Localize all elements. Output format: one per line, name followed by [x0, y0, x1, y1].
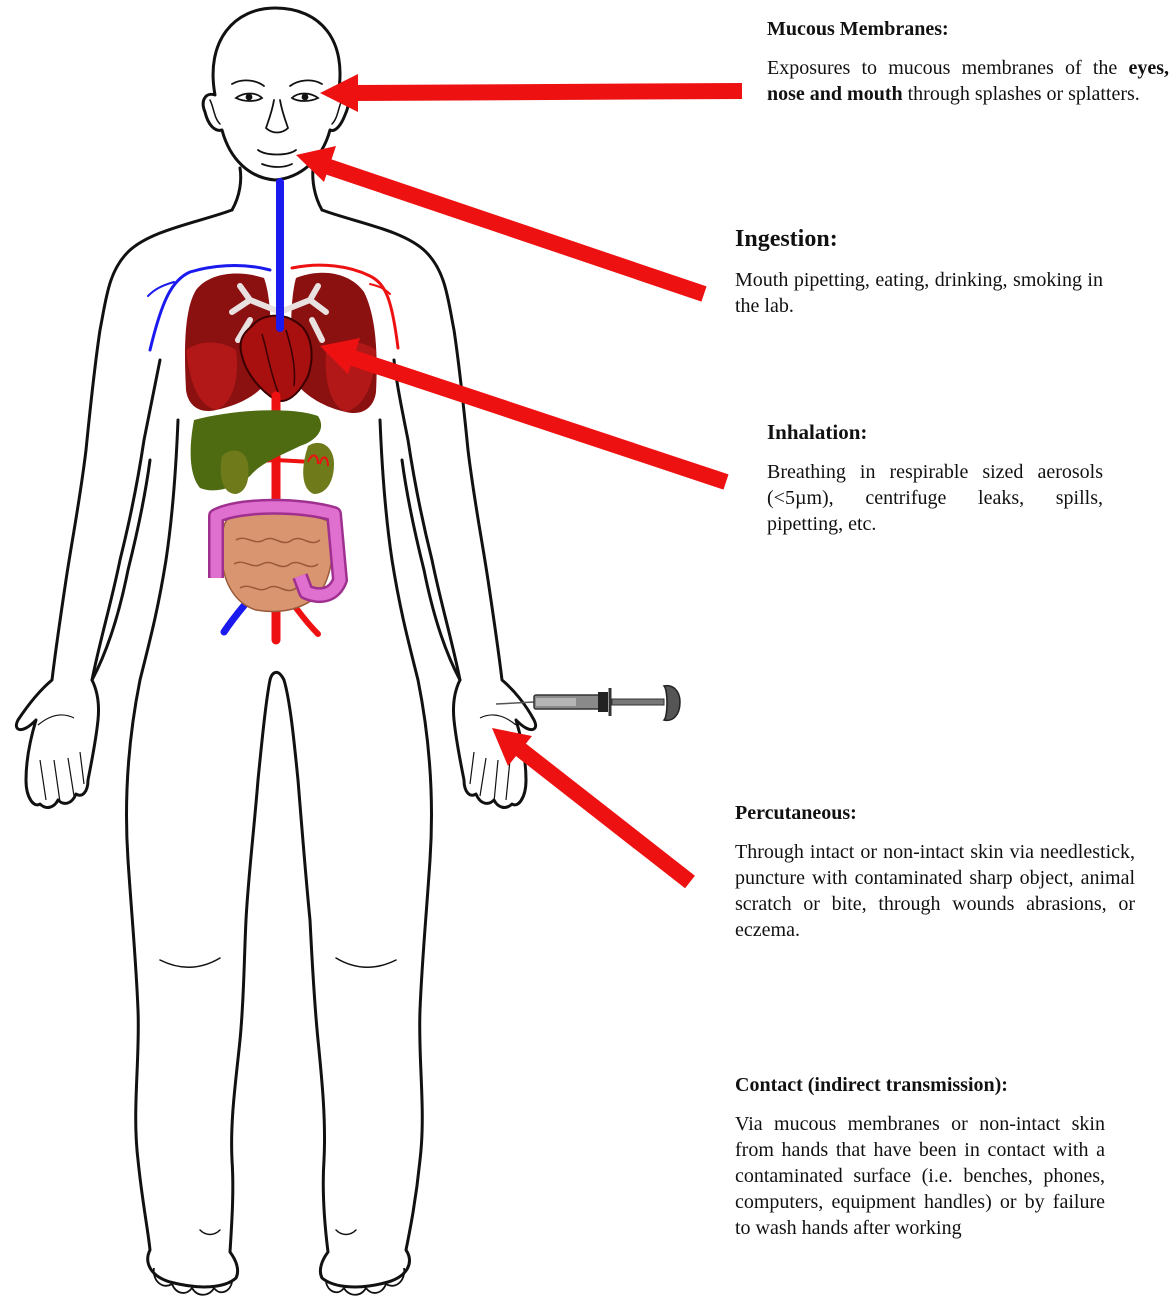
right-ankle [336, 1230, 356, 1235]
syringe-fluid [536, 698, 576, 706]
right-pupil [303, 95, 308, 100]
syringe-needle [496, 702, 534, 704]
syringe [496, 686, 680, 721]
right-knee [336, 958, 396, 967]
left-ear-detail [210, 100, 220, 124]
chin-line [262, 164, 292, 167]
intestines [216, 507, 340, 612]
percutaneous-description: Through intact or non-intact skin via ne… [735, 839, 1135, 943]
syringe-thumb-rest [664, 686, 680, 721]
right-kidney [303, 443, 334, 494]
syringe-plunger-rod [612, 699, 664, 705]
inhalation-description: Breathing in respirable sized aerosols (… [767, 459, 1103, 537]
left-kidney [221, 450, 249, 494]
contact-label: Contact (indirect transmission): Via muc… [735, 1074, 1105, 1241]
mucous-membranes-title: Mucous Membranes: [767, 18, 1169, 41]
arrows [296, 74, 742, 882]
syringe-plunger-seal [598, 692, 608, 712]
nose [266, 100, 288, 133]
contact-description: Via mucous membranes or non-intact skin … [735, 1111, 1105, 1241]
toes [154, 1268, 405, 1295]
right-ear-detail [332, 100, 342, 124]
mucous-desc-part1: Exposures to mucous membranes of the [767, 57, 1128, 79]
right-eyebrow [290, 80, 322, 86]
arrow-mucous-membranes [320, 74, 742, 112]
ingestion-label: Ingestion: Mouth pipetting, eating, drin… [735, 226, 1103, 319]
ingestion-title: Ingestion: [735, 226, 1103, 253]
percutaneous-title: Percutaneous: [735, 802, 1135, 825]
ingestion-description: Mouth pipetting, eating, drinking, smoki… [735, 267, 1103, 319]
arrow-percutaneous [492, 728, 690, 882]
contact-title: Contact (indirect transmission): [735, 1074, 1105, 1097]
hand-details [38, 715, 516, 802]
percutaneous-label: Percutaneous: Through intact or non-inta… [735, 802, 1135, 943]
inhalation-title: Inhalation: [767, 420, 1103, 445]
liver [191, 410, 321, 490]
crotch [270, 672, 284, 680]
inhalation-label: Inhalation: Breathing in respirable size… [767, 420, 1103, 537]
left-eyebrow [232, 80, 264, 86]
mucous-membranes-description: Exposures to mucous membranes of the eye… [767, 55, 1169, 107]
neck-left [232, 168, 241, 210]
left-pupil [247, 95, 252, 100]
mouth [258, 150, 296, 155]
mucous-membranes-label: Mucous Membranes: Exposures to mucous me… [767, 18, 1169, 107]
left-ankle [200, 1230, 220, 1235]
left-knee [160, 958, 220, 967]
mucous-desc-part2: through splashes or splatters. [903, 83, 1140, 105]
